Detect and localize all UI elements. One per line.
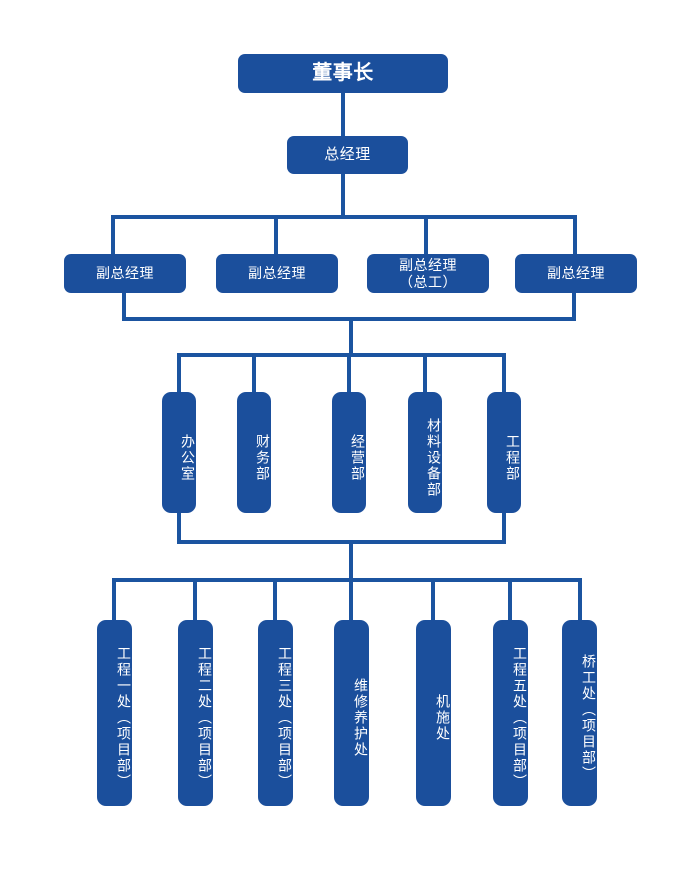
- connector-vp1-down: [122, 292, 126, 321]
- node-vice-general-manager-1[interactable]: 副总经理: [64, 254, 186, 293]
- connector-unit1-drop: [112, 578, 116, 622]
- connector-unit7-drop: [578, 578, 582, 622]
- node-vice-general-manager-3-chief-engineer[interactable]: 副总经理 （总工）: [367, 254, 489, 293]
- connector-dept-join-bar: [177, 540, 506, 544]
- connector-dept-join-to-unit: [349, 540, 353, 580]
- node-unit-engineering-5[interactable]: 工程五处（项目部）: [493, 620, 528, 806]
- node-general-manager-label: 总经理: [324, 146, 371, 164]
- connector-dept5-drop: [502, 353, 506, 393]
- node-unit-engineering-1-label: 工程一处（项目部）: [116, 646, 132, 790]
- node-unit-machinery[interactable]: 机施处: [416, 620, 451, 806]
- connector-dept-bus: [177, 353, 506, 357]
- connector-vp2-drop: [274, 215, 278, 255]
- connector-vp1-drop: [111, 215, 115, 255]
- node-unit-engineering-3[interactable]: 工程三处（项目部）: [258, 620, 293, 806]
- node-unit-engineering-5-label: 工程五处（项目部）: [512, 646, 528, 790]
- connector-unit5-drop: [431, 578, 435, 622]
- connector-dept1-drop: [177, 353, 181, 393]
- connector-vp-bus: [111, 215, 577, 219]
- node-department-office[interactable]: 办公室: [162, 392, 196, 513]
- connector-unit4-drop: [349, 578, 353, 622]
- connector-dept4-drop: [423, 353, 427, 393]
- connector-vp3-drop: [424, 215, 428, 255]
- connector-vp4-drop: [573, 215, 577, 255]
- node-department-operations[interactable]: 经营部: [332, 392, 366, 513]
- node-department-finance[interactable]: 财务部: [237, 392, 271, 513]
- connector-unit6-drop: [508, 578, 512, 622]
- node-department-office-label: 办公室: [180, 433, 196, 482]
- node-department-engineering[interactable]: 工程部: [487, 392, 521, 513]
- node-unit-engineering-2[interactable]: 工程二处（项目部）: [178, 620, 213, 806]
- node-department-materials-equipment[interactable]: 材料设备部: [408, 392, 442, 513]
- node-vice-general-manager-2-label: 副总经理: [248, 265, 306, 282]
- node-unit-bridge-label: 桥工处（项目部）: [581, 654, 597, 782]
- node-unit-engineering-1[interactable]: 工程一处（项目部）: [97, 620, 132, 806]
- connector-unit3-drop: [273, 578, 277, 622]
- node-chairman-label: 董事长: [312, 61, 374, 84]
- connector-unit2-drop: [193, 578, 197, 622]
- connector-dept1-down: [177, 512, 181, 544]
- node-unit-machinery-label: 机施处: [435, 694, 451, 742]
- connector-dept5-down: [502, 512, 506, 544]
- node-unit-engineering-2-label: 工程二处（项目部）: [197, 646, 213, 790]
- connector-dept2-drop: [252, 353, 256, 393]
- node-unit-bridge[interactable]: 桥工处（项目部）: [562, 620, 597, 806]
- connector-chairman-to-gm: [341, 92, 345, 137]
- node-vice-general-manager-2[interactable]: 副总经理: [216, 254, 338, 293]
- node-chairman[interactable]: 董事长: [238, 54, 448, 93]
- node-department-operations-label: 经营部: [350, 433, 366, 482]
- connector-unit-bus: [112, 578, 582, 582]
- connector-vp-join-to-dept: [349, 317, 353, 357]
- node-vice-general-manager-3-label: 副总经理 （总工）: [399, 256, 457, 290]
- node-general-manager[interactable]: 总经理: [287, 136, 408, 174]
- connector-vp4-down: [572, 292, 576, 321]
- node-department-materials-equipment-label: 材料设备部: [426, 417, 442, 498]
- node-department-finance-label: 财务部: [255, 433, 271, 482]
- node-department-engineering-label: 工程部: [505, 433, 521, 482]
- node-unit-maintenance-label: 维修养护处: [353, 678, 369, 758]
- node-vice-general-manager-1-label: 副总经理: [96, 265, 154, 282]
- node-vice-general-manager-4-label: 副总经理: [547, 265, 605, 282]
- node-unit-maintenance[interactable]: 维修养护处: [334, 620, 369, 806]
- node-unit-engineering-3-label: 工程三处（项目部）: [277, 646, 293, 790]
- connector-dept3-drop: [347, 353, 351, 393]
- connector-gm-down: [341, 172, 345, 218]
- node-vice-general-manager-4[interactable]: 副总经理: [515, 254, 637, 293]
